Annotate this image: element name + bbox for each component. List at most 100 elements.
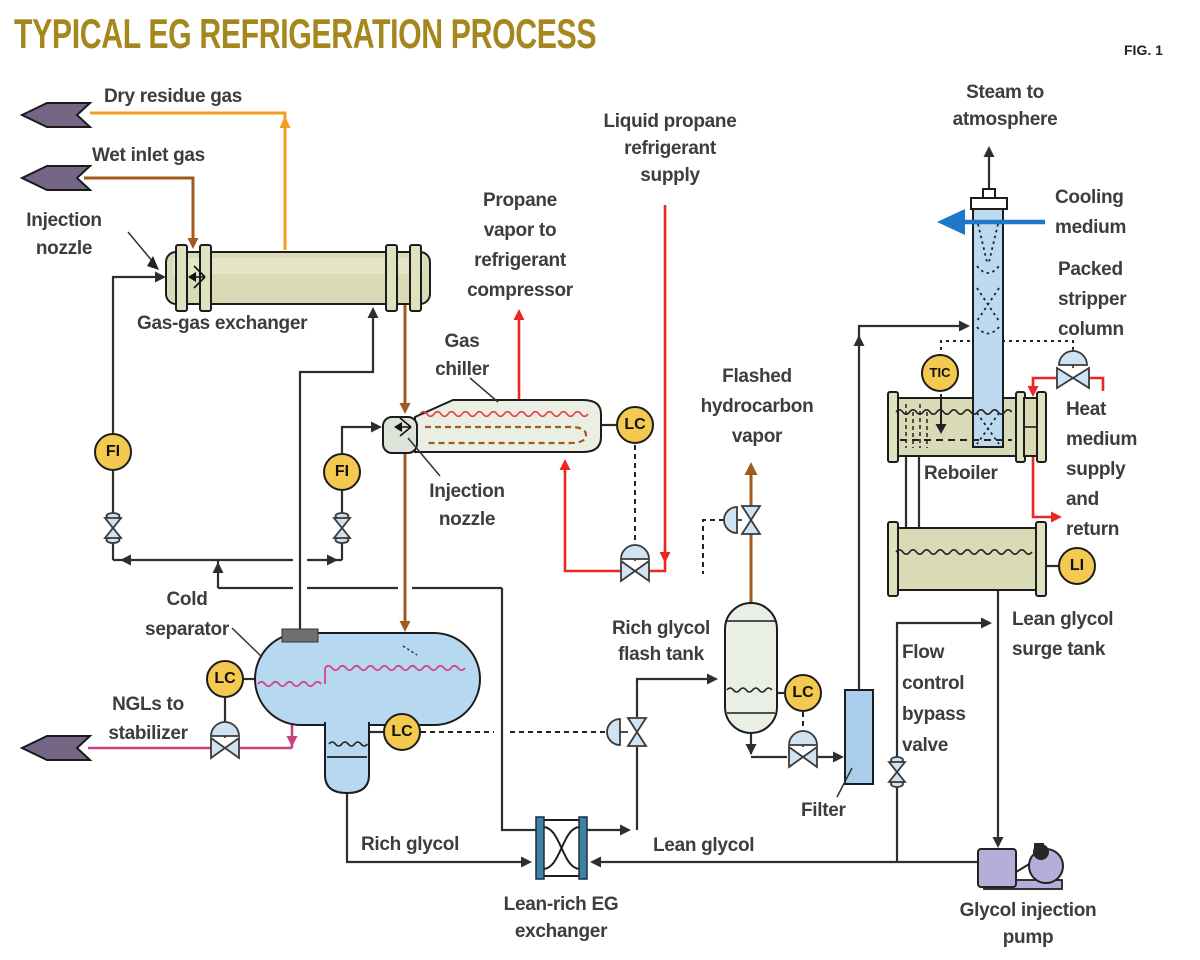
- filter-vessel: [844, 689, 874, 785]
- orange-dry-gas-line: [90, 111, 287, 250]
- spray-nozzle-icon: [188, 265, 206, 289]
- instrument-fi-exchanger: FI: [94, 433, 132, 471]
- spray-nozzle-icon: [394, 417, 412, 437]
- pipe-bypass: [895, 621, 988, 862]
- reboiler-coil: [905, 404, 928, 448]
- wet-inlet-line: [84, 176, 195, 244]
- pointer-inj1: [127, 231, 154, 263]
- pointer-inj1-arrow: [147, 256, 159, 270]
- signal-tic-to-valve: [940, 340, 1074, 357]
- lean-glycol-surge-tank: [887, 521, 1047, 597]
- instrument-lc-separator: LC: [206, 660, 244, 698]
- label-lean-glycol: Lean glycol: [653, 835, 755, 856]
- cold-separator: [254, 628, 481, 795]
- boot-level: [328, 741, 369, 747]
- label-dry-residue-gas: Dry residue gas: [104, 86, 243, 107]
- label-cooling-medium: Cooling medium: [1055, 187, 1127, 238]
- valve-chiller-lc: [620, 544, 650, 583]
- valve-bypass: [887, 756, 907, 788]
- label-propane-vapor: Propane vapor to refrigerant compressor: [467, 190, 573, 301]
- label-injection-nozzle-exchanger: Injection nozzle: [26, 210, 102, 259]
- page-title: TYPICAL EG REFRIGERATION PROCESS: [14, 10, 597, 57]
- valve-rich-lc: [606, 717, 648, 747]
- pipe-inj-left-c: [111, 275, 162, 433]
- column-internals: [976, 223, 1000, 445]
- arrowheads: [120, 116, 1062, 868]
- valve-heat-medium: [1056, 349, 1090, 390]
- valves: [103, 349, 1090, 788]
- separator-top-nozzle: [281, 628, 319, 643]
- label-gas-chiller: Gas chiller: [435, 331, 489, 380]
- pipe-separator-vapor-return: [298, 312, 375, 629]
- chiller-liquid-level: [419, 410, 589, 418]
- label-heat-medium: Heat medium supply and return: [1066, 399, 1138, 540]
- instrument-li-surge-tank: LI: [1058, 547, 1096, 585]
- pipe-rich-glycol: [345, 793, 524, 864]
- valve-ngl: [210, 721, 240, 760]
- figure-label: FIG. 1: [1124, 42, 1163, 58]
- level-left: [257, 680, 322, 688]
- instrument-fi-chiller: FI: [323, 453, 361, 491]
- heat-supply-stub: [1089, 376, 1105, 391]
- label-flow-control-bypass-valve: Flow control bypass valve: [902, 642, 966, 756]
- pipe-lean-riser: [500, 588, 536, 832]
- reboiler: [887, 391, 1047, 463]
- glycol-injection-pump: [977, 843, 1064, 890]
- pipe-downcomers: [904, 456, 921, 528]
- dry-residue-chevron: [19, 102, 93, 128]
- level-right: [324, 664, 466, 672]
- valve-inj-right: [332, 512, 352, 544]
- gas-chiller: [382, 399, 602, 454]
- label-rich-glycol: Rich glycol: [361, 834, 460, 855]
- pipe-rich-out-b: [635, 677, 714, 830]
- lean-rich-eg-exchanger: [535, 816, 588, 880]
- instrument-lc-separator-boot: LC: [383, 713, 421, 751]
- instrument-lc-chiller: LC: [616, 406, 654, 444]
- chiller-tube-coil: [425, 425, 588, 445]
- label-cold-separator: Cold separator: [145, 589, 229, 640]
- label-ngls-to-stabilizer: NGLs to stabilizer: [108, 694, 188, 744]
- column-top-flange: [970, 197, 1008, 210]
- label-glycol-injection-pump: Glycol injection pump: [959, 900, 1097, 948]
- instrument-tic-reboiler: TIC: [921, 354, 959, 392]
- propane-supply-line: [649, 205, 667, 573]
- label-liquid-propane-supply: Liquid propane refrigerant supply: [603, 111, 737, 186]
- instrument-lc-flash-tank: LC: [784, 674, 822, 712]
- label-lean-rich-eg-exchanger: Lean-rich EG exchanger: [503, 894, 619, 942]
- ngl-chevron: [19, 735, 93, 761]
- packed-stripper-column: [970, 188, 1008, 448]
- pointer-inj2: [407, 437, 441, 477]
- pipe-filter-to-column: [857, 324, 967, 690]
- heat-return: [1031, 454, 1057, 519]
- label-reboiler: Reboiler: [924, 463, 998, 484]
- rich-glycol-flash-tank: [724, 602, 778, 734]
- label-filter: Filter: [801, 800, 846, 821]
- stream-chevrons: [19, 102, 93, 761]
- label-rich-glycol-flash-tank: Rich glycol flash tank: [611, 618, 711, 665]
- filter-pointer: [836, 767, 853, 798]
- pointer-chiller: [469, 377, 499, 403]
- column-top-knob: [982, 188, 996, 199]
- brown-gas-lines: [84, 176, 753, 627]
- signal-vapor-valve: [702, 519, 724, 574]
- label-flashed-hydrocarbon-vapor: Flashed hydrocarbon vapor: [700, 366, 814, 447]
- valve-inj-left: [103, 512, 123, 544]
- flash-level: [726, 687, 773, 693]
- label-injection-nozzle-chiller: Injection nozzle: [429, 481, 505, 530]
- surge-level: [895, 549, 1033, 555]
- label-steam-to-atmosphere: Steam to atmosphere: [952, 82, 1058, 130]
- pointer-lines: [127, 231, 499, 658]
- label-lean-glycol-surge-tank: Lean glycol surge tank: [1012, 609, 1114, 660]
- pointer-coldsep: [231, 627, 263, 658]
- propane-to-chiller: [563, 463, 621, 573]
- wet-inlet-chevron: [19, 165, 93, 191]
- valve-flash-vapor: [723, 505, 762, 535]
- label-gas-gas-exchanger: Gas-gas exchanger: [137, 313, 308, 334]
- reboiler-level: [895, 409, 1013, 415]
- cooling-medium-arrow: [937, 209, 1045, 235]
- valve-flash-lc: [788, 730, 818, 769]
- reboiler-internals: [895, 394, 1013, 448]
- label-wet-inlet-gas: Wet inlet gas: [92, 145, 205, 166]
